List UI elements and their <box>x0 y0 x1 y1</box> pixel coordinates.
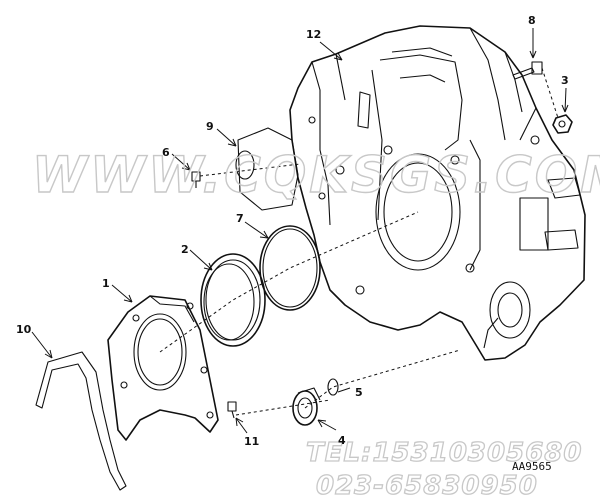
callout-8: 8 <box>528 14 536 27</box>
callout-6: 6 <box>162 146 170 159</box>
nut-part-3 <box>552 114 573 134</box>
callout-4: 4 <box>338 434 346 447</box>
drawing-code: AA9565 <box>512 460 552 473</box>
leader-lines <box>31 28 569 434</box>
flywheel-housing <box>289 25 586 361</box>
seal-housing-part-1 <box>107 295 219 441</box>
o-ring-part-5 <box>327 378 339 396</box>
contact-tel: TEL:15310305680 <box>306 438 582 468</box>
callout-labels: 1 2 3 4 5 6 7 8 9 10 11 12 <box>16 14 569 448</box>
callout-1: 1 <box>102 277 110 290</box>
callout-7: 7 <box>236 212 244 225</box>
watermark-text: WWW.CQKSGS.COM <box>32 146 600 204</box>
gasket-part-10 <box>35 351 127 491</box>
o-ring-part-7 <box>259 225 321 311</box>
callout-10: 10 <box>16 323 32 336</box>
screw-part-11 <box>227 401 237 419</box>
gasket-part-9 <box>235 127 299 211</box>
callout-3: 3 <box>561 74 569 87</box>
callout-12: 12 <box>306 28 321 41</box>
callout-11: 11 <box>244 435 259 448</box>
callout-5: 5 <box>355 386 363 399</box>
assembly-lines <box>159 67 559 416</box>
contact-phone: 023-65830950 <box>316 471 538 500</box>
seal-ring-part-2 <box>200 253 266 347</box>
screw-part-6 <box>191 171 201 188</box>
callout-2: 2 <box>181 243 189 256</box>
callout-9: 9 <box>206 120 214 133</box>
